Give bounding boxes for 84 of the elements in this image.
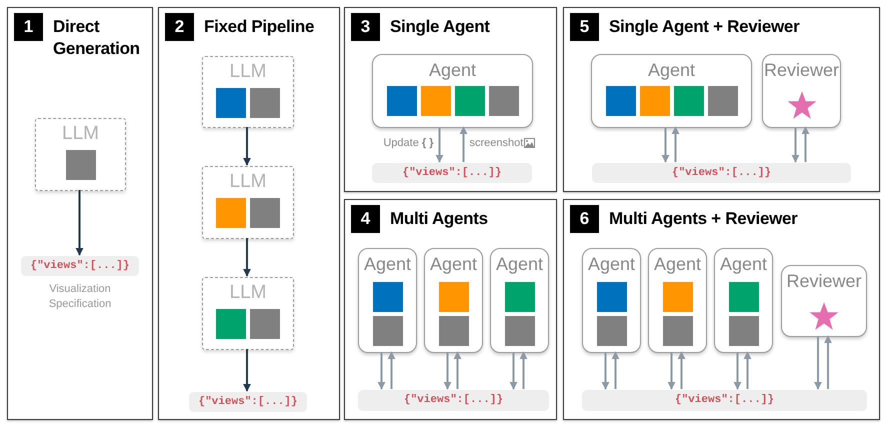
arrow (388, 351, 396, 389)
llm-box (202, 166, 294, 239)
reviewer-box (762, 54, 841, 128)
agent-label: Agent (496, 253, 544, 276)
arrow (243, 127, 251, 166)
arrow (744, 351, 752, 389)
step-number: 3 (351, 13, 380, 41)
agent-box (490, 248, 549, 353)
agent-box (358, 248, 417, 353)
agent-label: Agent (654, 253, 702, 276)
json-spec-box (592, 163, 851, 183)
reviewer-label: Reviewer (764, 59, 840, 82)
edge-label: screenshot (470, 136, 524, 150)
agent-label: Agent (428, 59, 476, 82)
arrow (243, 349, 251, 392)
step-number: 5 (570, 13, 599, 41)
json-spec-box (358, 390, 549, 411)
caption-text: Visualization Specification (48, 282, 112, 312)
arrow (76, 190, 84, 256)
panel (7, 7, 153, 420)
panel-title: Multi Agents + Reviewer (609, 208, 798, 230)
agent-box (714, 248, 773, 353)
agent-label: Agent (720, 253, 768, 276)
llm-box (202, 277, 294, 350)
json-spec-box (189, 392, 307, 412)
step-number: 6 (570, 205, 599, 233)
arrow (668, 352, 676, 390)
arrow (436, 127, 444, 163)
arrow (792, 127, 800, 163)
agent-box (591, 54, 752, 128)
panel-title: Single Agent + Reviewer (609, 16, 800, 38)
edge-label: Update { } (383, 136, 434, 150)
reviewer-label: Reviewer (786, 270, 862, 293)
agent-box (372, 54, 533, 128)
arrow (678, 351, 686, 389)
agent-label: Agent (430, 253, 478, 276)
json-spec-text: {"views":[...]} (198, 394, 298, 410)
arrow (378, 352, 386, 390)
arrow (672, 126, 680, 162)
json-spec-text: {"views":[...]} (30, 258, 130, 274)
arrow (510, 352, 518, 390)
reviewer-box (781, 265, 867, 337)
arrow (824, 335, 832, 389)
llm-label: LLM (62, 122, 99, 146)
agent-label: Agent (648, 59, 696, 82)
panel-title: Multi Agents (390, 208, 488, 230)
llm-box (35, 118, 126, 191)
panel (563, 7, 880, 192)
arrow (734, 352, 742, 390)
json-spec-box (372, 163, 532, 183)
arrow (802, 126, 810, 162)
agent-label: Agent (364, 253, 412, 276)
agent-box (648, 248, 707, 353)
json-spec-text: {"views":[...]} (672, 166, 772, 181)
panel-title: Fixed Pipeline (204, 16, 314, 38)
panel-title: Single Agent (390, 16, 490, 38)
panel-title: Direct Generation (53, 16, 141, 60)
arrow (460, 126, 468, 162)
json-spec-text: {"views":[...]} (674, 393, 774, 408)
llm-label: LLM (230, 170, 266, 194)
step-number: 1 (14, 13, 43, 41)
json-spec-text: {"views":[...]} (404, 393, 504, 408)
panel (563, 199, 880, 420)
arrow (814, 336, 822, 390)
json-spec-box (582, 390, 867, 411)
agent-box (582, 248, 641, 353)
llm-box (202, 56, 294, 128)
panel (344, 199, 557, 420)
agent-box (424, 248, 483, 353)
llm-label: LLM (230, 281, 266, 305)
arrow (454, 351, 462, 389)
arrow (243, 238, 251, 277)
arrow (602, 352, 610, 390)
panel (158, 7, 340, 420)
agent-label: Agent (588, 253, 636, 276)
llm-label: LLM (230, 60, 266, 84)
arrow (444, 352, 452, 390)
step-number: 4 (351, 205, 380, 233)
step-number: 2 (165, 13, 194, 41)
arrow (520, 351, 528, 389)
arrow (612, 351, 620, 389)
panel (344, 7, 557, 192)
json-spec-text: {"views":[...]} (402, 166, 502, 181)
arrow (662, 127, 670, 163)
